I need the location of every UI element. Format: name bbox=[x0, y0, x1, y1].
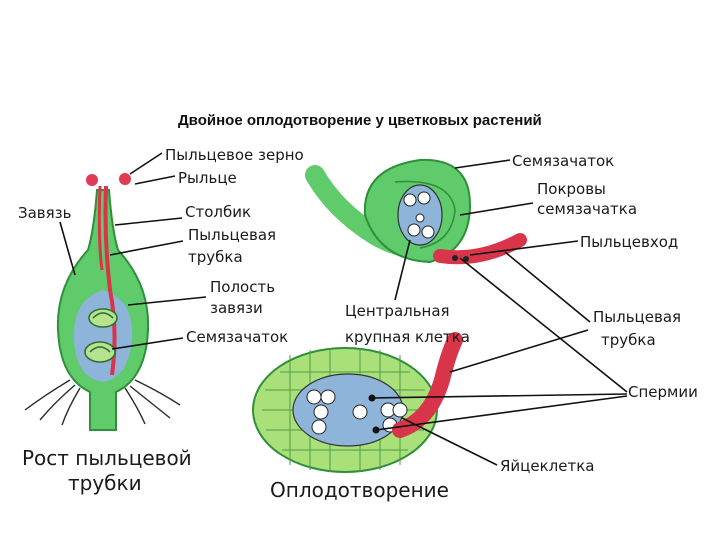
label-ovary: Завязь bbox=[18, 204, 72, 222]
label-style: Столбик bbox=[185, 203, 251, 221]
ovule-lower bbox=[84, 341, 116, 363]
caption-fertilization: Оплодотворение bbox=[270, 478, 449, 502]
label-ovary-cavity-1: Полость bbox=[210, 278, 275, 296]
label-ovule-top: Семязачаток bbox=[512, 152, 614, 170]
label-sperm: Спермии bbox=[628, 383, 698, 401]
pollen-tube-left bbox=[103, 185, 117, 376]
embryo-sac-cells bbox=[403, 191, 435, 239]
ovule-figure bbox=[305, 158, 527, 265]
leader-lines bbox=[59, 152, 628, 466]
label-central-cell-1: Центральная bbox=[345, 302, 450, 320]
pollen-tube-fertilization bbox=[392, 332, 463, 438]
label-micropyle: Пыльцевход bbox=[580, 233, 678, 251]
pollen-tube-micropyle bbox=[433, 233, 527, 265]
page-title: Двойное оплодотворение у цветковых расте… bbox=[178, 112, 542, 129]
central-nucleus bbox=[352, 404, 368, 420]
stigma-left bbox=[86, 174, 98, 186]
label-pollen-grain: Пыльцевое зерно bbox=[165, 146, 304, 164]
label-pollen-tube-1: Пыльцевая bbox=[188, 226, 276, 244]
label-integuments-2: семязачатка bbox=[537, 200, 637, 218]
label-stigma: Рыльце bbox=[178, 169, 237, 187]
ovule-upper bbox=[88, 308, 118, 328]
captions: Рост пыльцевой трубки Оплодотворение bbox=[22, 446, 449, 502]
caption-growth-2: трубки bbox=[68, 471, 142, 495]
label-central-cell-2: крупная клетка bbox=[345, 328, 470, 346]
pistil-figure bbox=[24, 173, 181, 431]
label-ovary-cavity-2: завязи bbox=[210, 299, 263, 317]
label-egg-cell: Яйцеклетка bbox=[500, 457, 594, 475]
caption-growth-1: Рост пыльцевой bbox=[22, 446, 192, 470]
base-filaments bbox=[24, 379, 181, 426]
label-integuments-1: Покровы bbox=[537, 180, 606, 198]
label-ovule-left: Семязачаток bbox=[186, 328, 288, 346]
antipodal-cells bbox=[306, 389, 336, 435]
fertilization-figure bbox=[252, 332, 463, 473]
labels: Пыльцевое зерно Рыльце Завязь Столбик Пы… bbox=[18, 146, 698, 475]
stigma-right bbox=[119, 173, 131, 185]
label-pollen-tube-right-2: трубка bbox=[601, 331, 656, 349]
label-pollen-tube-right-1: Пыльцевая bbox=[593, 308, 681, 326]
label-pollen-tube-2: трубка bbox=[188, 248, 243, 266]
